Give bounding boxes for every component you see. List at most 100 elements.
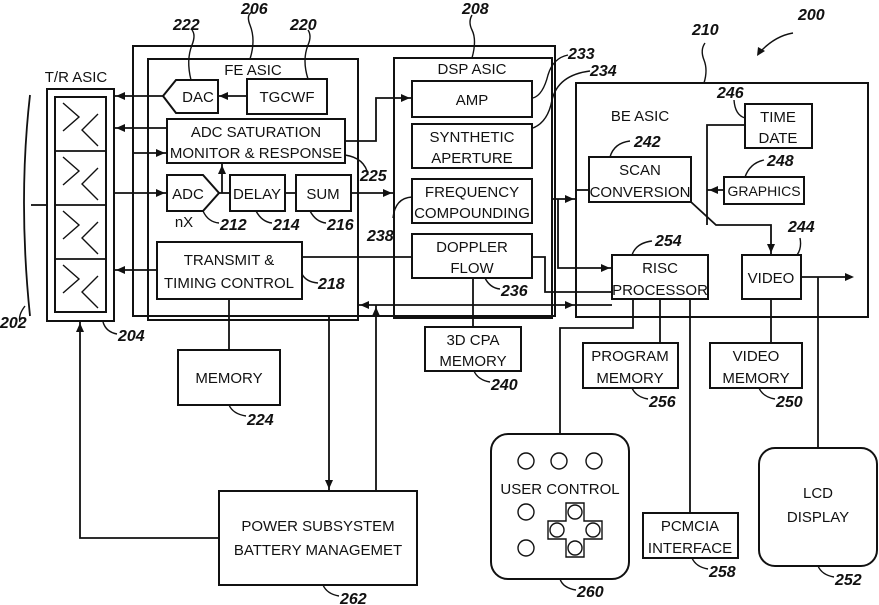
graphics-block: GRAPHICS 248 — [724, 153, 804, 204]
adc-nx-label: nX — [175, 214, 193, 231]
ref-208: 208 — [461, 1, 489, 18]
program-memory-line2: MEMORY — [596, 370, 663, 387]
ref-204: 204 — [117, 328, 145, 345]
cpa-memory-line1: 3D CPA — [446, 332, 499, 349]
dac-label: DAC — [182, 89, 214, 106]
video-memory-block: VIDEO MEMORY 250 — [710, 343, 803, 411]
sum-block: SUM 216 — [296, 175, 354, 234]
dpad-icon — [548, 503, 602, 557]
ref-254: 254 — [654, 233, 682, 250]
synthetic-line2: APERTURE — [431, 150, 512, 167]
tr-element-4 — [63, 265, 98, 308]
ref-202: 202 — [0, 315, 27, 332]
time-date-block: TIME DATE 246 — [716, 85, 812, 148]
memory-block: MEMORY 224 — [178, 350, 280, 429]
ref-256: 256 — [648, 394, 676, 411]
program-memory-line1: PROGRAM — [591, 348, 669, 365]
transmit-timing-block: TRANSMIT & TIMING CONTROL 218 — [157, 242, 345, 299]
ref-250: 250 — [775, 394, 803, 411]
ref-236: 236 — [500, 283, 528, 300]
risc-processor-block: RISC PROCESSOR 254 — [612, 233, 708, 299]
power-line1: POWER SUBSYSTEM — [241, 518, 394, 535]
scan-line2: CONVERSION — [590, 184, 691, 201]
ref-252: 252 — [834, 572, 862, 589]
delay-label: DELAY — [233, 186, 281, 203]
scan-line1: SCAN — [619, 162, 661, 179]
ref-220: 220 — [289, 17, 317, 34]
ref-234: 234 — [589, 63, 617, 80]
be-asic-title: BE ASIC — [611, 108, 670, 125]
ref-246: 246 — [716, 85, 744, 102]
pcmcia-line2: INTERFACE — [648, 540, 732, 557]
fe-asic-title: FE ASIC — [224, 62, 282, 79]
user-button-1 — [518, 453, 534, 469]
ref-233: 233 — [567, 46, 595, 63]
doppler-line2: FLOW — [450, 260, 494, 277]
adc-label: ADC — [172, 186, 204, 203]
ref-248: 248 — [766, 153, 794, 170]
memory-label: MEMORY — [195, 370, 262, 387]
ref-262: 262 — [339, 591, 367, 605]
synthetic-line1: SYNTHETIC — [429, 129, 514, 146]
amp-block: AMP 233 — [412, 46, 595, 117]
adc-sat-line2: MONITOR & RESPONSE — [170, 145, 342, 162]
user-button-2 — [551, 453, 567, 469]
ref-240: 240 — [490, 377, 518, 394]
ref-218: 218 — [317, 276, 345, 293]
ref-210: 210 — [691, 22, 719, 39]
risc-line1: RISC — [642, 260, 678, 277]
transmit-line1: TRANSMIT & — [184, 252, 275, 269]
ref-242: 242 — [633, 134, 661, 151]
lcd-line2: DISPLAY — [787, 509, 849, 526]
frequency-line2: COMPOUNDING — [414, 205, 530, 222]
tr-element-2 — [63, 157, 98, 200]
video-label: VIDEO — [748, 270, 795, 287]
ref-225: 225 — [359, 168, 388, 185]
dac-block: DAC 222 — [163, 17, 218, 113]
ref-214: 214 — [272, 217, 300, 234]
video-block: VIDEO 244 — [742, 219, 815, 299]
ref-206: 206 — [240, 1, 268, 18]
user-button-3 — [586, 453, 602, 469]
scan-conversion-block: SCAN CONVERSION 242 — [589, 134, 691, 202]
transmit-line2: TIMING CONTROL — [164, 275, 294, 292]
power-line2: BATTERY MANAGEMET — [234, 542, 402, 559]
user-control-label: USER CONTROL — [500, 481, 619, 498]
ref-200: 200 — [797, 7, 825, 24]
user-button-4 — [518, 504, 534, 520]
time-date-line2: DATE — [759, 130, 798, 147]
time-date-line1: TIME — [760, 109, 796, 126]
tgcwf-label: TGCWF — [260, 89, 315, 106]
ref-222: 222 — [172, 17, 200, 34]
graphics-label: GRAPHICS — [727, 183, 800, 199]
cpa-memory-line2: MEMORY — [439, 353, 506, 370]
ref-244: 244 — [787, 219, 815, 236]
amp-label: AMP — [456, 92, 489, 109]
tr-element-3 — [63, 211, 98, 254]
lcd-display-block: LCD DISPLAY 252 — [759, 448, 877, 589]
risc-line2: PROCESSOR — [612, 282, 708, 299]
ref-258: 258 — [708, 564, 736, 581]
video-memory-line2: MEMORY — [722, 370, 789, 387]
frequency-compounding-block: FREQUENCY COMPOUNDING 238 — [366, 179, 532, 245]
doppler-flow-block: DOPPLER FLOW 236 — [412, 234, 532, 300]
sum-label: SUM — [306, 186, 339, 203]
user-button-5 — [518, 540, 534, 556]
doppler-line1: DOPPLER — [436, 239, 508, 256]
frequency-line1: FREQUENCY — [425, 184, 519, 201]
user-control-block: USER CONTROL 260 — [491, 434, 629, 601]
tr-element-1 — [63, 103, 98, 146]
ref-260: 260 — [576, 584, 604, 601]
video-memory-line1: VIDEO — [733, 348, 780, 365]
tr-asic: T/R ASIC 204 — [45, 69, 145, 345]
pcmcia-interface-block: PCMCIA INTERFACE 258 — [643, 513, 738, 581]
adc-sat-line1: ADC SATURATION — [191, 124, 321, 141]
figure-ref-200: 200 — [757, 7, 825, 56]
tr-asic-title: T/R ASIC — [45, 69, 108, 86]
ref-238: 238 — [366, 228, 394, 245]
ref-224: 224 — [246, 412, 274, 429]
synthetic-aperture-block: SYNTHETIC APERTURE 234 — [412, 63, 617, 168]
power-subsystem-block: POWER SUBSYSTEM BATTERY MANAGEMET 262 — [219, 491, 417, 605]
lcd-line1: LCD — [803, 485, 833, 502]
